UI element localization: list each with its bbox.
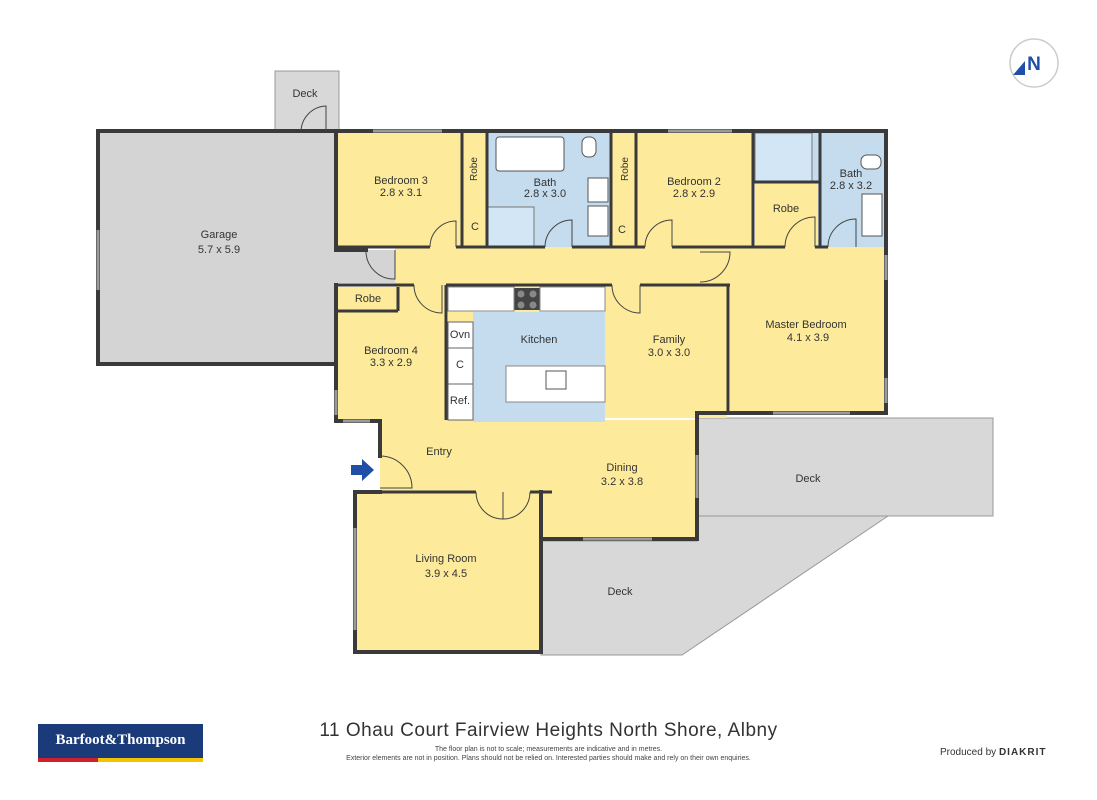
brand-logo-text: Barfoot&Thompson <box>55 732 186 748</box>
dims-master: 4.1 x 3.9 <box>787 332 829 344</box>
disclaimer: The floor plan is not to scale; measurem… <box>300 745 797 763</box>
door-robe-m <box>784 216 816 248</box>
c1-area <box>462 207 486 247</box>
label-ovn: Ovn <box>450 329 470 341</box>
hob-3 <box>517 301 525 309</box>
label-c1: C <box>471 221 479 233</box>
garage-nook <box>336 250 395 283</box>
brand-logo-stripe <box>38 758 203 762</box>
disclaimer-line1: The floor plan is not to scale; measurem… <box>434 746 663 753</box>
robe-b3-area <box>462 133 486 207</box>
dims-family: 3.0 x 3.0 <box>648 347 690 359</box>
dims-dining: 3.2 x 3.8 <box>601 476 643 488</box>
door-bath2 <box>827 218 857 248</box>
outer-wall-left <box>334 129 368 252</box>
hallway-area <box>395 247 730 287</box>
brand-logo-stripe-red <box>38 758 98 762</box>
door-bed2 <box>644 219 673 248</box>
hob-1 <box>517 290 525 298</box>
label-bedroom3: Bedroom 3 <box>374 175 428 187</box>
door-family <box>611 284 641 314</box>
produced-by: Produced by DIAKRIT <box>940 747 1047 758</box>
label-bedroom4: Bedroom 4 <box>364 345 418 357</box>
hob-4 <box>529 301 537 309</box>
dims-bedroom2: 2.8 x 2.9 <box>673 188 715 200</box>
compass-arrow-icon <box>1013 61 1025 75</box>
door-living-r <box>502 491 531 520</box>
property-address: 11 Ohau Court Fairview Heights North Sho… <box>319 720 778 741</box>
label-robe-b4: Robe <box>355 293 381 305</box>
label-robe-master: Robe <box>773 203 799 215</box>
label-deck-top: Deck <box>292 88 318 100</box>
dims-bedroom4: 3.3 x 2.9 <box>370 357 412 369</box>
dims-bath2: 2.8 x 3.2 <box>830 180 872 192</box>
kitchen-bench-2 <box>539 286 606 312</box>
deck-right <box>696 417 994 517</box>
door-entry <box>379 455 413 489</box>
shower-1 <box>487 206 535 248</box>
bedroom3-area <box>338 133 462 247</box>
label-master: Master Bedroom <box>765 319 846 331</box>
door-bath1 <box>544 219 573 248</box>
robe-b2-area <box>612 133 636 211</box>
entry-arrow-icon <box>351 459 374 481</box>
label-bedroom2: Bedroom 2 <box>667 176 721 188</box>
dims-bath1: 2.8 x 3.0 <box>524 188 566 200</box>
label-family: Family <box>653 334 686 346</box>
label-bath2: Bath <box>840 168 863 180</box>
hob-2 <box>529 290 537 298</box>
produced-by-prefix: Produced by <box>940 747 997 758</box>
bath2-shower <box>754 132 813 182</box>
c2-area <box>612 211 636 247</box>
bathtub <box>495 136 565 172</box>
kitchen-sink <box>545 370 567 390</box>
label-c2: C <box>618 224 626 236</box>
dims-garage: 5.7 x 5.9 <box>198 244 240 256</box>
cupboard-box <box>447 347 474 385</box>
label-garage: Garage <box>201 229 238 241</box>
toilet-2 <box>860 154 882 170</box>
door-master <box>699 251 731 283</box>
bedroom2-area <box>636 133 752 247</box>
label-c3: C <box>456 359 464 371</box>
brand-logo: Barfoot&Thompson <box>38 724 203 762</box>
door-bed3 <box>429 220 457 248</box>
label-robe-b3: Robe <box>469 157 480 181</box>
compass-label: N <box>1027 54 1041 75</box>
master-area <box>730 247 885 413</box>
produced-by-name: DIAKRIT <box>998 747 1047 758</box>
vanity-1 <box>587 177 609 203</box>
label-robe-b2: Robe <box>620 157 631 181</box>
disclaimer-line2: Exterior elements are not in position. P… <box>346 755 751 762</box>
label-ref: Ref. <box>450 395 470 407</box>
label-kitchen: Kitchen <box>521 334 558 346</box>
door-living-l <box>475 491 504 520</box>
door-bed4 <box>413 284 443 314</box>
label-living: Living Room <box>415 553 476 565</box>
label-deck-bottom: Deck <box>607 586 633 598</box>
toilet-1 <box>581 136 597 158</box>
entry-dining-area <box>380 420 697 541</box>
label-entry: Entry <box>426 446 452 458</box>
dims-living: 3.9 x 4.5 <box>425 568 467 580</box>
door-deck <box>300 105 327 132</box>
dims-bedroom3: 2.8 x 3.1 <box>380 187 422 199</box>
door-garage <box>365 249 396 280</box>
deck-top <box>274 70 340 131</box>
fridge-box <box>447 383 474 421</box>
label-dining: Dining <box>606 462 637 474</box>
label-bath1: Bath <box>534 177 557 189</box>
outer-wall-living <box>353 490 543 654</box>
living-area <box>357 492 541 652</box>
label-deck-right: Deck <box>795 473 821 485</box>
kitchen-bench <box>447 286 515 312</box>
cooktop <box>514 288 540 310</box>
garage-area <box>98 131 336 365</box>
vanity-2 <box>587 205 609 237</box>
vanity-3 <box>861 193 883 237</box>
